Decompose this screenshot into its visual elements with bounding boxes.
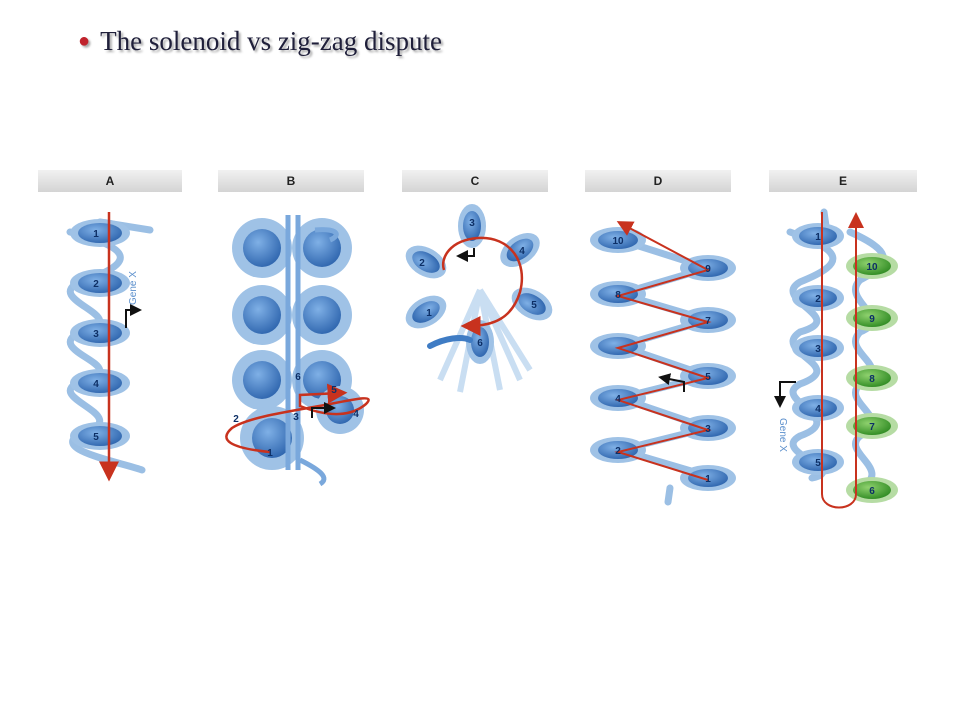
bullet-icon: ●: [78, 30, 91, 52]
nucleosome-label-e-10: 10: [866, 262, 878, 273]
nucleosome-a-5: [70, 422, 130, 450]
nucleosome-label-b-3: 3: [293, 412, 299, 423]
nucleosome-label-d-6: 7: [705, 316, 711, 327]
panel-label-a: A: [105, 174, 115, 188]
nucleosome-label-c-3: 3: [469, 218, 475, 229]
nucleosome-label-a-2: 2: [93, 279, 99, 290]
gene-start-arrow-a-icon: [125, 304, 142, 328]
nucleosome-label-c-1: 1: [426, 308, 432, 319]
panel-header-d: D: [585, 170, 731, 192]
panel-a-diagram: 1 2 3 4 5 Gene X: [66, 212, 154, 482]
gene-start-arrow-e-icon: [774, 381, 796, 408]
nucleosomes-right-d: [680, 255, 736, 491]
nucleosome-a-1: [70, 219, 130, 247]
nucleosome-label-c-5: 5: [531, 300, 537, 311]
fold-arrow-e: [821, 212, 864, 509]
panel-label-d: D: [653, 174, 663, 188]
zigzag-arrow-d: [614, 221, 712, 481]
nucleosome-label-d-9: 10: [612, 236, 624, 247]
panel-header-b: B: [218, 170, 364, 192]
nucleosome-label-e-8: 8: [869, 374, 875, 385]
nucleosome-label-d-7: 8: [615, 290, 621, 301]
slide-title-text: The solenoid vs zig-zag dispute: [100, 26, 443, 56]
nucleosome-label-b-5: 5: [331, 385, 337, 396]
nucleosome-label-e-9: 9: [869, 314, 875, 325]
nucleosome-label-e-4: 4: [815, 404, 821, 415]
gene-start-arrow-d-icon: [658, 373, 685, 392]
panel-b-diagram: 1 2 3 4 5 6: [225, 215, 370, 487]
nucleosome-label-d-5: 5: [705, 372, 711, 383]
gene-start-arrow-b-icon: [311, 402, 336, 418]
nucleosome-label-a-1: 1: [93, 229, 99, 240]
nucleosome-label-d-1: 1: [705, 474, 711, 485]
panel-label-c: C: [470, 174, 480, 188]
nucleosome-a-3: [70, 319, 130, 347]
nucleosome-label-c-6: 6: [477, 338, 483, 349]
nucleosome-label-d-8: 9: [705, 264, 711, 275]
nucleosome-a-2: [70, 269, 130, 297]
nucleosome-label-d-2: 2: [615, 446, 621, 457]
nucleosome-label-c-2: 2: [419, 258, 425, 269]
slide-title: ● The solenoid vs zig-zag dispute: [78, 26, 442, 57]
linker-dna-d: [606, 236, 721, 506]
nucleosome-label-d-3: 3: [705, 424, 711, 435]
rosette-arrow-c: [460, 236, 524, 336]
nucleosome-label-b-2: 2: [233, 414, 239, 425]
nucleosome-label-e-5: 5: [815, 458, 821, 469]
panel-d-diagram: 1 2 3 4 5 7 8 9 10: [590, 221, 736, 506]
nucleosomes-green-e: [846, 253, 898, 503]
panel-label-e: E: [838, 174, 847, 188]
nucleosomes-left-d: [590, 227, 646, 463]
panel-header-c: C: [402, 170, 548, 192]
gene-x-label-e: Gene X: [777, 418, 788, 452]
linker-dna-b: [285, 215, 339, 487]
nucleosome-label-c-4: 4: [519, 246, 525, 257]
panel-e-diagram: Gene X 1 2 3 4 5 6 7 8 9 10: [774, 208, 898, 509]
nucleosome-label-d-4: 4: [615, 394, 621, 405]
nucleosome-label-b-6: 6: [295, 372, 301, 383]
nucleosome-label-e-7: 7: [869, 422, 875, 433]
panel-header-a: A: [38, 170, 182, 192]
panel-label-b: B: [286, 174, 296, 188]
panel-header-e: E: [769, 170, 917, 192]
rosette-arrow-c-back: [441, 236, 479, 271]
nucleosome-label-e-6: 6: [869, 486, 875, 497]
nucleosome-label-e-1: 1: [815, 232, 821, 243]
nucleosome-label-a-5: 5: [93, 432, 99, 443]
nucleosome-label-e-2: 2: [815, 294, 821, 305]
panel-c-diagram: 1 2 3 4 5 6: [405, 204, 553, 393]
nucleosome-label-e-3: 3: [815, 344, 821, 355]
gene-start-arrow-c-icon: [456, 248, 475, 262]
nucleosome-label-b-1: 1: [267, 448, 273, 459]
nucleosomes-blue-e: [792, 223, 844, 475]
nucleosome-label-b-4: 4: [353, 409, 359, 420]
gene-x-label-a: Gene X: [128, 271, 139, 305]
nucleosome-rosette-c: [405, 204, 553, 364]
nucleosome-label-a-4: 4: [93, 379, 99, 390]
nucleosome-label-a-3: 3: [93, 329, 99, 340]
nucleosome-a-4: [70, 369, 130, 397]
